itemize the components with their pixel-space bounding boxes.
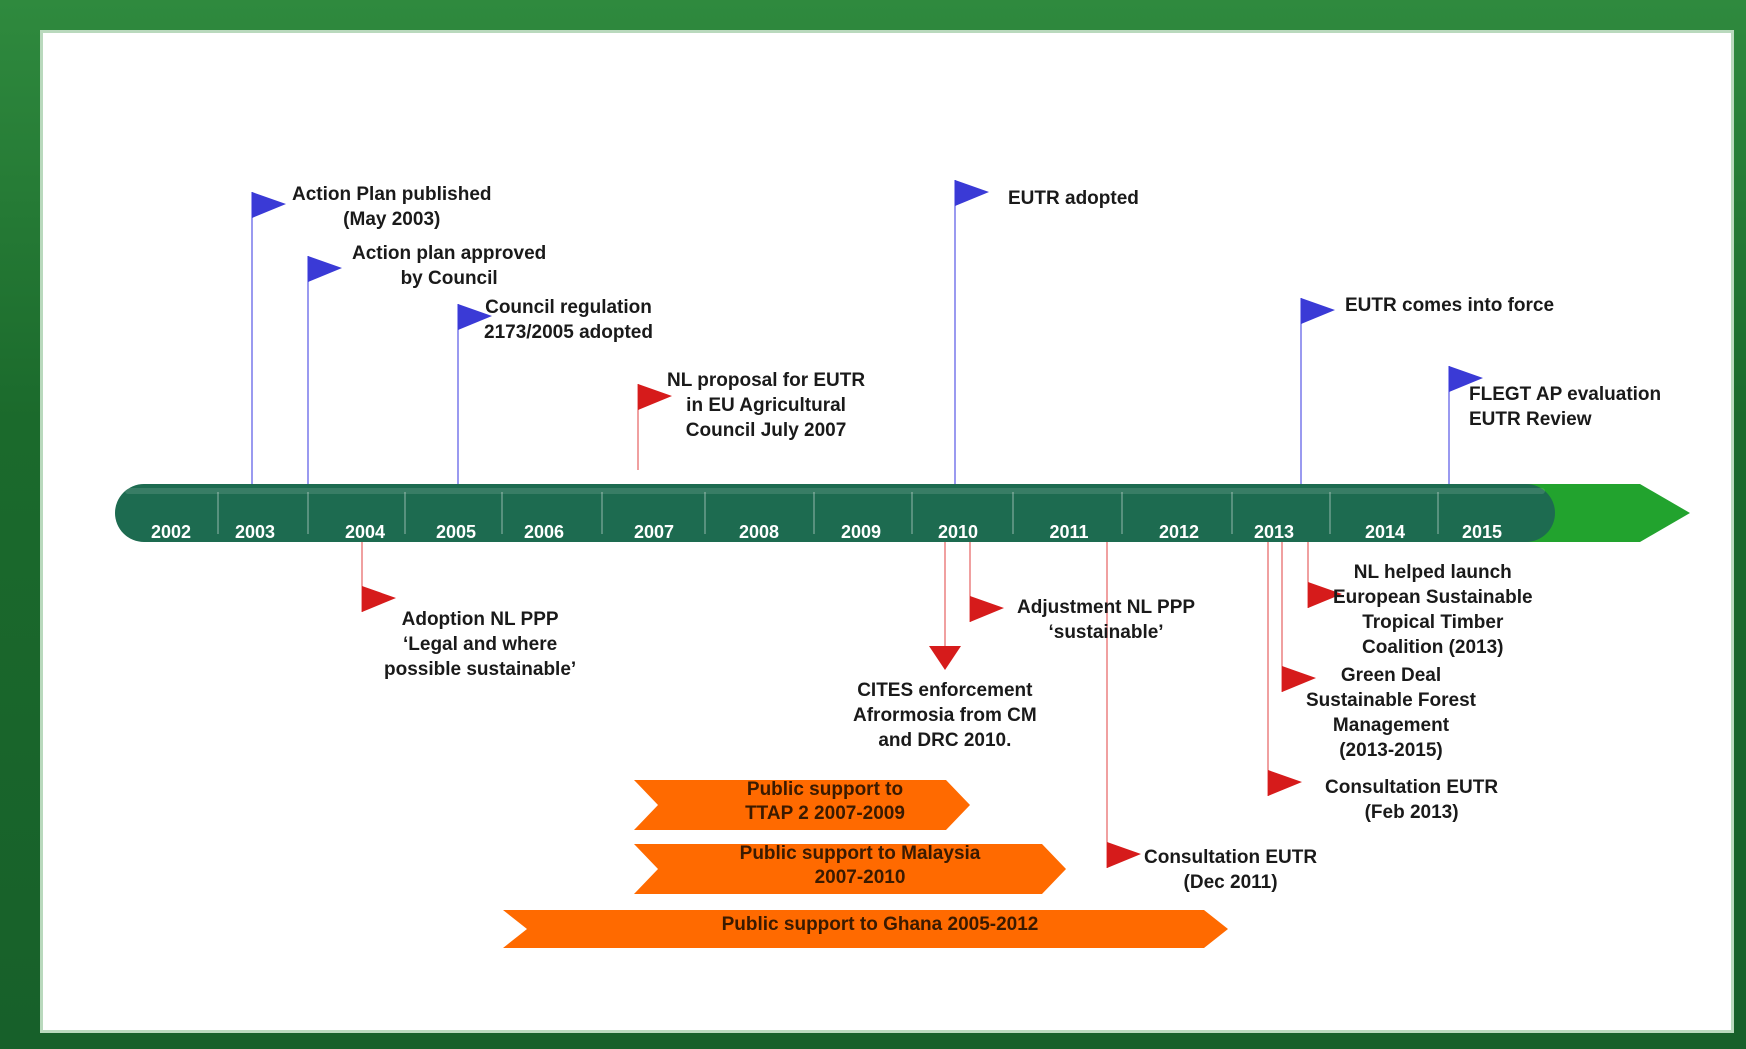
year-label-2012: 2012 xyxy=(1158,522,1200,542)
year-label-2013: 2013 xyxy=(1253,522,1295,542)
year-label-2011: 2011 xyxy=(1049,522,1089,542)
flag-action-plan-approved-flag xyxy=(308,256,342,282)
flag-eutr-adopted-flag xyxy=(955,180,989,206)
year-label-2014: 2014 xyxy=(1364,522,1406,542)
flag-nl-proposal-eutr-flag xyxy=(638,384,672,410)
year-label-2009: 2009 xyxy=(840,522,882,542)
year-label-2004: 2004 xyxy=(344,522,386,542)
year-label-2015: 2015 xyxy=(1461,522,1503,542)
marker-cites-triangle xyxy=(929,646,961,670)
event-action-plan-published: Action Plan published(May 2003) xyxy=(292,184,492,230)
year-label-2003: 2003 xyxy=(234,522,276,542)
timeline-bar xyxy=(115,484,1555,542)
year-label-2005: 2005 xyxy=(435,522,477,542)
flag-nl-helped-launch-flag xyxy=(1308,582,1342,608)
event-consultation-eutr-2011: Consultation EUTR(Dec 2011) xyxy=(1144,847,1318,893)
flag-council-regulation-flag xyxy=(458,304,492,330)
event-adjustment-nl-ppp: Adjustment NL PPP‘sustainable’ xyxy=(1017,597,1196,643)
flag-flegt-ap-evaluation-flag xyxy=(1449,366,1483,392)
support-bar-malaysia xyxy=(634,844,1066,894)
flag-action-plan-published-flag xyxy=(252,192,286,218)
year-label-2008: 2008 xyxy=(738,522,780,542)
event-consultation-eutr-2013: Consultation EUTR(Feb 2013) xyxy=(1325,777,1499,823)
year-label-2006: 2006 xyxy=(523,522,565,542)
flag-eutr-comes-into-force-flag xyxy=(1301,298,1335,324)
flag-adoption-nl-ppp-flag xyxy=(362,586,396,612)
timeline-bar-highlight xyxy=(125,488,1545,494)
support-bar-ttap xyxy=(634,780,970,830)
year-label-2010: 2010 xyxy=(937,522,979,542)
flag-green-deal-flag xyxy=(1282,666,1316,692)
timeline-graphics xyxy=(115,180,1690,948)
year-label-2002: 2002 xyxy=(150,522,192,542)
event-eutr-comes-into-force: EUTR comes into force xyxy=(1345,295,1555,316)
support-bar-ghana-label: Public support to Ghana 2005-2012 xyxy=(721,914,1039,935)
flag-consultation-eutr-2013-flag xyxy=(1268,770,1302,796)
flag-consultation-eutr-2011-flag xyxy=(1107,842,1141,868)
event-eutr-adopted: EUTR adopted xyxy=(1008,188,1139,209)
support-bar-ghana xyxy=(503,910,1228,948)
diagram-canvas: 2002 2003 2004 2005 2006 2007 2008 2009 2010 2011… xyxy=(40,30,1734,1033)
year-label-2007: 2007 xyxy=(633,522,675,542)
flag-adjustment-nl-ppp-flag xyxy=(970,596,1004,622)
